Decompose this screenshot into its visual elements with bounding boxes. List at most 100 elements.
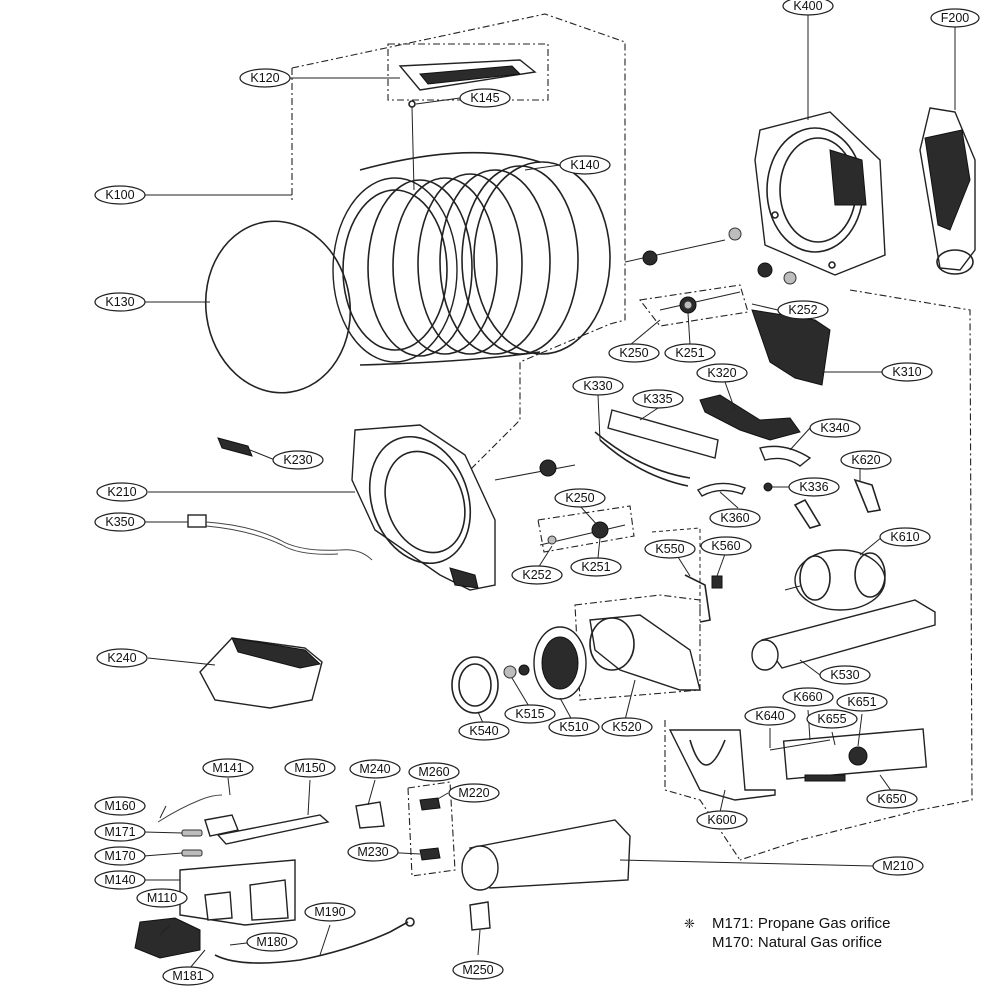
callout-K230[interactable]: K230 <box>272 450 324 470</box>
callout-M141[interactable]: M141 <box>202 758 254 778</box>
svg-text:K360: K360 <box>720 511 749 525</box>
svg-text:K145: K145 <box>470 91 499 105</box>
callout-K400[interactable]: K400 <box>782 0 834 16</box>
wire-harness <box>187 514 373 561</box>
callout-M250[interactable]: M250 <box>452 960 504 980</box>
callout-K340[interactable]: K340 <box>809 418 861 438</box>
svg-text:K251: K251 <box>675 346 704 360</box>
callout-K620[interactable]: K620 <box>840 450 892 470</box>
callout-labels: K120 K145 K100 K140 K130 K400 F200 K252 … <box>94 0 980 986</box>
callout-K252-bottom[interactable]: K252 <box>511 565 563 585</box>
callout-K100[interactable]: K100 <box>94 185 146 205</box>
callout-K250-top[interactable]: K250 <box>608 343 660 363</box>
igniter-wire <box>157 794 223 823</box>
callout-M220[interactable]: M220 <box>448 783 500 803</box>
callout-K240[interactable]: K240 <box>96 648 148 668</box>
drum-seal-ring <box>204 220 352 394</box>
rear-bulkhead <box>754 111 886 276</box>
callout-K145[interactable]: K145 <box>459 88 511 108</box>
callout-M230[interactable]: M230 <box>347 842 399 862</box>
callout-M240[interactable]: M240 <box>349 759 401 779</box>
callout-M180[interactable]: M180 <box>246 932 298 952</box>
drum-spring <box>763 482 773 492</box>
svg-text:M160: M160 <box>104 799 135 813</box>
motor-switch-bracket <box>684 574 711 623</box>
legend-line-propane: ❈M171: Propane Gas orifice <box>684 914 984 933</box>
callout-K530[interactable]: K530 <box>819 665 871 685</box>
label-leaders <box>140 14 956 969</box>
callout-K330[interactable]: K330 <box>572 376 624 396</box>
callout-K650[interactable]: K650 <box>866 789 918 809</box>
drum-belt-guide <box>699 394 801 441</box>
svg-text:M240: M240 <box>359 762 390 776</box>
callout-K252-top[interactable]: K252 <box>777 300 829 320</box>
svg-text:K610: K610 <box>890 530 919 544</box>
callout-K336[interactable]: K336 <box>788 477 840 497</box>
svg-text:K140: K140 <box>570 158 599 172</box>
callout-M181[interactable]: M181 <box>162 966 214 986</box>
svg-text:M110: M110 <box>147 891 177 905</box>
callout-K120[interactable]: K120 <box>239 68 291 88</box>
svg-text:M220: M220 <box>458 786 489 800</box>
burner-tube <box>204 814 330 845</box>
callout-K360[interactable]: K360 <box>709 508 761 528</box>
svg-text:K540: K540 <box>469 724 498 738</box>
callout-K550[interactable]: K550 <box>644 539 696 559</box>
callout-K210[interactable]: K210 <box>96 482 148 502</box>
callout-K335[interactable]: K335 <box>632 389 684 409</box>
svg-text:K252: K252 <box>788 303 817 317</box>
callout-M160[interactable]: M160 <box>94 796 146 816</box>
svg-text:K600: K600 <box>707 813 736 827</box>
legend-symbol: ❈ <box>684 916 695 931</box>
callout-K510[interactable]: K510 <box>548 717 600 737</box>
front-bulkhead <box>351 424 496 591</box>
svg-text:K560: K560 <box>711 539 740 553</box>
callout-K540[interactable]: K540 <box>458 721 510 741</box>
callout-K651[interactable]: K651 <box>836 692 888 712</box>
callout-K610[interactable]: K610 <box>879 527 931 547</box>
callout-M260[interactable]: M260 <box>408 762 460 782</box>
callout-K655[interactable]: K655 <box>806 709 858 729</box>
drum <box>332 151 611 366</box>
callout-K130[interactable]: K130 <box>94 292 146 312</box>
callout-K520[interactable]: K520 <box>601 717 653 737</box>
callout-K251-bottom[interactable]: K251 <box>570 557 622 577</box>
combustion-chamber <box>461 819 631 891</box>
callout-K140[interactable]: K140 <box>559 155 611 175</box>
svg-text:K250: K250 <box>619 346 648 360</box>
callout-K660[interactable]: K660 <box>782 687 834 707</box>
callout-F200[interactable]: F200 <box>930 8 980 28</box>
radiant-sensor <box>355 801 385 829</box>
thermal-fuse <box>419 847 441 861</box>
callout-K250-bottom[interactable]: K250 <box>554 488 606 508</box>
svg-text:K120: K120 <box>250 71 279 85</box>
callout-K310[interactable]: K310 <box>881 362 933 382</box>
callout-K600[interactable]: K600 <box>696 810 748 830</box>
svg-text:M250: M250 <box>462 963 493 977</box>
svg-text:K250: K250 <box>565 491 594 505</box>
callout-K251-top[interactable]: K251 <box>664 343 716 363</box>
callout-M190[interactable]: M190 <box>304 902 356 922</box>
svg-text:K620: K620 <box>851 453 880 467</box>
callout-M170[interactable]: M170 <box>94 846 146 866</box>
callout-M110[interactable]: M110 <box>136 888 188 908</box>
callout-M171[interactable]: M171 <box>94 822 146 842</box>
svg-text:K655: K655 <box>817 712 846 726</box>
lint-filter-handle <box>217 437 253 457</box>
callout-K320[interactable]: K320 <box>696 363 748 383</box>
drive-motor <box>784 478 886 611</box>
svg-text:K210: K210 <box>107 485 136 499</box>
callout-K560[interactable]: K560 <box>700 536 752 556</box>
svg-text:K336: K336 <box>799 480 828 494</box>
callout-K350[interactable]: K350 <box>94 512 146 532</box>
front-glide <box>696 482 746 497</box>
callout-K640[interactable]: K640 <box>744 706 796 726</box>
callout-M210[interactable]: M210 <box>872 856 924 876</box>
callout-M150[interactable]: M150 <box>284 758 336 778</box>
callout-K515[interactable]: K515 <box>504 704 556 724</box>
svg-text:M140: M140 <box>104 873 135 887</box>
burner-bracket <box>469 901 491 931</box>
svg-text:K340: K340 <box>820 421 849 435</box>
callout-M140[interactable]: M140 <box>94 870 146 890</box>
exhaust-duct <box>919 107 976 275</box>
